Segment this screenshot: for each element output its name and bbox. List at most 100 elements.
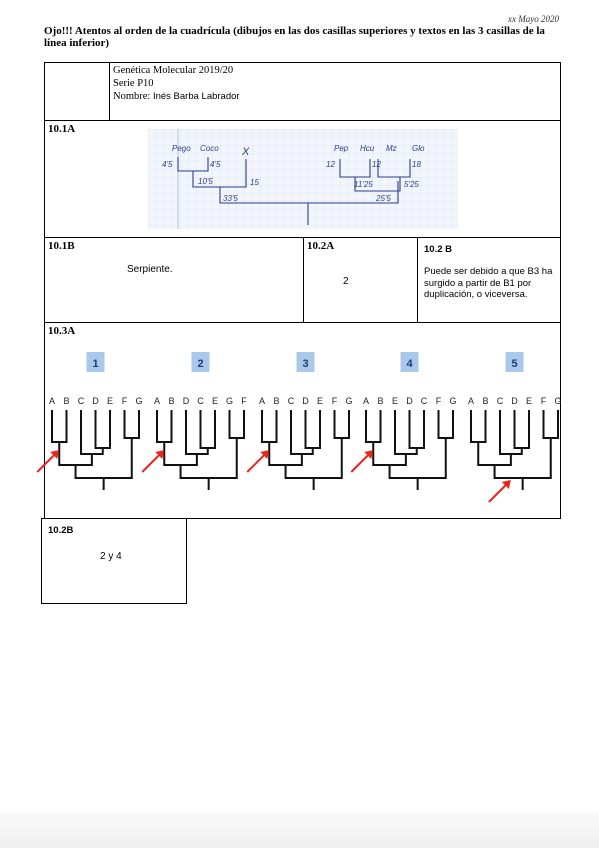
tree-leaf-label: G: [135, 396, 142, 406]
tree-leaf-label: B: [273, 396, 279, 406]
tree-branch: [333, 410, 350, 439]
value-10: 5'25: [404, 180, 419, 189]
leaf-x: X: [241, 146, 250, 158]
name-value: Inés Barba Labrador: [152, 91, 240, 102]
red-arrowhead-icon: [50, 450, 60, 459]
red-arrowhead-icon: [155, 450, 165, 459]
tree-leaf-label: G: [345, 396, 352, 406]
q102b-top-answer: Puede ser debido a que B3 ha surgido a p…: [424, 266, 553, 300]
tree-leaf-label: A: [154, 396, 160, 406]
q102b-top-label: 10.2 B: [424, 244, 452, 255]
tree-leaf-label: F: [241, 396, 247, 406]
leaf-hcu: Hcu: [360, 144, 375, 153]
tree-branch: [493, 438, 552, 479]
tree-leaf-label: C: [288, 396, 295, 406]
value-2: 4'5: [210, 160, 221, 169]
tree-branch: [261, 410, 278, 443]
tree-branch: [388, 438, 447, 479]
page-bottom-shadow: [0, 812, 599, 848]
tree-branch: [437, 410, 454, 439]
tree-branch: [408, 410, 425, 449]
red-arrowhead-icon: [364, 450, 374, 459]
q102b-bottom-cell: 10.2B 2 y 4: [41, 518, 187, 604]
date: xx Mayo 2020: [508, 14, 559, 24]
tree-leaf-label: D: [92, 396, 99, 406]
tree-number-box: [86, 352, 105, 372]
tree-leaf-label: E: [526, 396, 532, 406]
tree-leaf-label: A: [259, 396, 265, 406]
tree-leaf-label: C: [421, 396, 428, 406]
value-8: 18: [412, 160, 421, 169]
tree-number: 3: [302, 358, 308, 370]
tree-branch: [199, 410, 216, 449]
tree-branch: [156, 410, 173, 443]
tree-leaf-label: A: [468, 396, 474, 406]
q102b-bottom-label: 10.2B: [48, 525, 74, 536]
info-cell: Genética Molecular 2019/20 Serie P10 Nom…: [109, 62, 561, 121]
q103a-label: 10.3A: [48, 325, 76, 337]
tree-number-box: [191, 352, 210, 372]
tree-leaf-label: E: [107, 396, 113, 406]
q101a-cell: 10.1A Pego Coco X Pep Hcu Mz Glo 4'5: [44, 120, 561, 238]
tree-leaf-label: B: [482, 396, 488, 406]
tree-branch: [284, 438, 343, 479]
tree-number-box: [505, 352, 524, 372]
leaf-glo: Glo: [412, 144, 425, 153]
name-label: Nombre:: [113, 91, 151, 102]
course-title: Genética Molecular 2019/20: [113, 65, 234, 76]
red-arrow-icon: [350, 452, 371, 473]
tree-branch: [542, 410, 559, 439]
tree-leaf-label: A: [363, 396, 369, 406]
red-arrowhead-icon: [260, 450, 270, 459]
tree-leaf-label: C: [497, 396, 504, 406]
tree-branch: [513, 410, 530, 449]
value-5: 33'5: [223, 194, 238, 203]
tree-leaf-label: B: [377, 396, 383, 406]
leaf-mz: Mz: [386, 144, 397, 153]
value-1: 4'5: [162, 160, 173, 169]
tree-branch: [51, 410, 68, 443]
value-3: 10'5: [198, 177, 213, 186]
q101b-label: 10.1B: [48, 240, 75, 252]
instructions-warning: Ojo!!! Atentos al orden de la cuadrícula…: [44, 25, 545, 49]
q101b-cell: 10.1B Serpiente.: [44, 237, 304, 323]
q102a-answer: 2: [343, 276, 349, 287]
q102b-bottom-answer: 2 y 4: [100, 551, 122, 562]
red-arrowhead-icon: [501, 480, 511, 489]
q102b-top-cell: 10.2 B Puede ser debido a que B3 ha surg…: [417, 237, 561, 323]
q101b-answer: Serpiente.: [127, 264, 173, 275]
tree-leaf-label: E: [212, 396, 218, 406]
value-4: 15: [250, 178, 259, 187]
tree-number: 5: [511, 358, 517, 370]
tree-leaf-label: D: [511, 396, 518, 406]
q101a-label: 10.1A: [48, 123, 76, 135]
tree-leaf-label: F: [332, 396, 338, 406]
series-title: Serie P10: [113, 78, 154, 89]
tree-leaf-label: B: [168, 396, 174, 406]
info-empty-cell: [44, 62, 110, 121]
tree-leaf-label: G: [226, 396, 233, 406]
value-9: 11'25: [354, 180, 373, 189]
q103a-cell: 10.3A: [44, 322, 561, 519]
red-arrow-icon: [36, 452, 57, 473]
tree-number: 1: [92, 358, 98, 370]
red-arrow-icon: [488, 482, 509, 503]
q102a-label: 10.2A: [307, 240, 335, 252]
tree-number: 2: [197, 358, 203, 370]
tree-branch: [94, 410, 111, 449]
handwritten-tree-sketch: Pego Coco X Pep Hcu Mz Glo 4'5 4'5 10'5 …: [148, 129, 458, 229]
leaf-pep: Pep: [334, 144, 349, 153]
tree-leaf-label: G: [449, 396, 456, 406]
tree-branch: [228, 410, 245, 439]
q102a-cell: 10.2A 2: [303, 237, 418, 323]
red-arrow-icon: [246, 452, 267, 473]
value-11: 25'5: [375, 194, 391, 203]
tree-leaf-label: F: [541, 396, 547, 406]
tree-branch: [365, 410, 382, 443]
tree-branch: [179, 438, 238, 479]
tree-number-box: [296, 352, 315, 372]
tree-leaf-label: C: [78, 396, 85, 406]
red-arrow-icon: [141, 452, 162, 473]
tree-leaf-label: F: [436, 396, 442, 406]
